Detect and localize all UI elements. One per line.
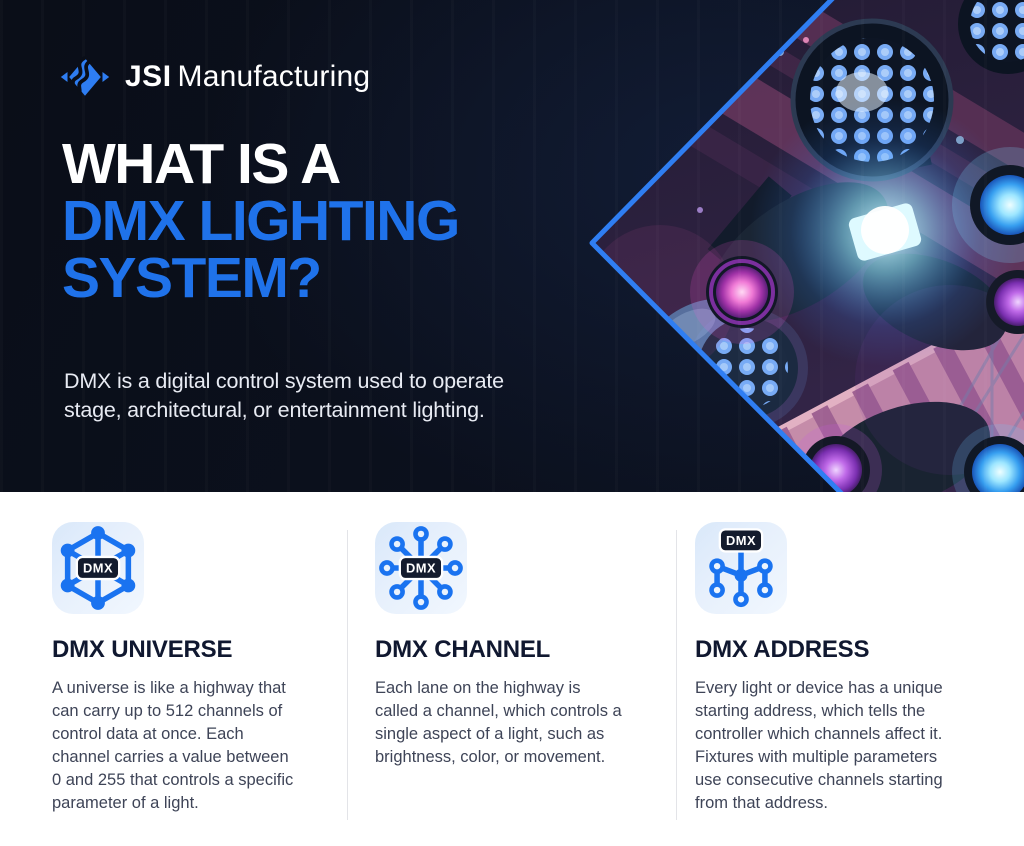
- title-line-2: DMX LIGHTING: [62, 189, 460, 253]
- card-title: DMX UNIVERSE: [52, 636, 233, 663]
- dmx-badge-label: DMX: [406, 561, 436, 576]
- dmx-address-node-tree-icon: DMX: [709, 528, 773, 608]
- icon-tile: DMX: [52, 522, 144, 614]
- card-title: DMX ADDRESS: [695, 636, 870, 663]
- card-dmx-address: DMX DMX ADDRESS Every light or device ha…: [676, 492, 1024, 846]
- brand-name-bold: JSI: [125, 60, 172, 93]
- dmx-channel-hub-spokes-icon: DMX: [379, 526, 463, 610]
- dmx-badge-label: DMX: [83, 561, 113, 576]
- hero-subtitle: DMX is a digital control system used to …: [64, 369, 504, 422]
- column-divider: [347, 530, 348, 820]
- column-divider: [676, 530, 677, 820]
- title-line-3: SYSTEM?: [62, 246, 322, 310]
- card-dmx-channel: DMX DMX CHANNEL Each lane on the highway…: [347, 492, 676, 846]
- icon-tile: DMX: [375, 522, 467, 614]
- dmx-badge-label: DMX: [726, 533, 756, 548]
- definitions-section: DMX DMX UNIVERSE A universe is like a hi…: [0, 492, 1024, 846]
- title-line-1: WHAT IS A: [62, 132, 341, 196]
- card-body: Every light or device has a unique start…: [695, 679, 943, 812]
- page-title: WHAT IS A DMX LIGHTING SYSTEM?: [62, 132, 460, 310]
- jsi-logo-mark-icon: [60, 56, 110, 96]
- brand-name-regular: Manufacturing: [177, 60, 371, 93]
- card-dmx-universe: DMX DMX UNIVERSE A universe is like a hi…: [0, 492, 347, 846]
- card-title: DMX CHANNEL: [375, 636, 551, 663]
- card-body: Each lane on the highway is called a cha…: [375, 679, 622, 766]
- dmx-universe-hexagon-network-icon: DMX: [60, 526, 136, 610]
- icon-tile: DMX: [695, 522, 787, 614]
- card-body: A universe is like a highway that can ca…: [52, 679, 294, 812]
